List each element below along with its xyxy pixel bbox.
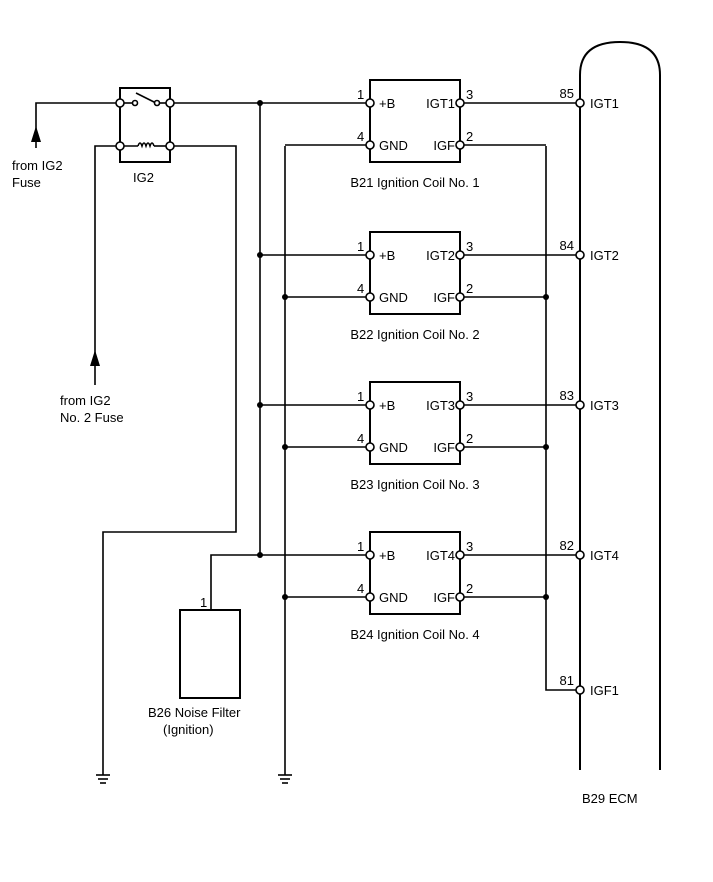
junction-dot — [282, 594, 288, 600]
ecm-pin-number: 83 — [560, 388, 574, 403]
coil-label: B24 Ignition Coil No. 4 — [350, 627, 479, 642]
coil-label: B23 Ignition Coil No. 3 — [350, 477, 479, 492]
ecm-block: B29 ECM — [579, 40, 661, 806]
pin-number: 1 — [357, 389, 364, 404]
junction-dot — [543, 594, 549, 600]
ecm-pin-name: IGT2 — [590, 248, 619, 263]
source-1-line1: from IG2 — [12, 158, 63, 173]
source-1-line2: Fuse — [12, 175, 41, 190]
pin-terminal — [455, 550, 465, 560]
junction-dot — [257, 100, 263, 106]
pin-terminal — [455, 442, 465, 452]
pin-terminal — [365, 292, 375, 302]
ecm-pin-name: IGT3 — [590, 398, 619, 413]
ecm-pin-number: 81 — [560, 673, 574, 688]
junction-dot — [257, 252, 263, 258]
coil-icon — [137, 142, 155, 149]
pin-terminal — [365, 140, 375, 150]
pin-name: +B — [379, 548, 395, 563]
pin-number: 4 — [357, 281, 364, 296]
noise-filter: 1 B26 Noise Filter (Ignition) — [148, 554, 260, 737]
pin-number: 4 — [357, 581, 364, 596]
ecm-pin-name: IGF1 — [590, 683, 619, 698]
pin-name: IGF — [433, 138, 455, 153]
pin-number: 2 — [466, 581, 473, 596]
junction-dot — [257, 552, 263, 558]
noise-filter-label: B26 Noise Filter — [148, 705, 241, 720]
pin-name: +B — [379, 96, 395, 111]
coil-label: B21 Ignition Coil No. 1 — [350, 175, 479, 190]
ecm-label: B29 ECM — [582, 791, 638, 806]
pin-name: IGF — [433, 590, 455, 605]
ecm-pin-number: 82 — [560, 538, 574, 553]
pin-name: IGT1 — [426, 96, 455, 111]
pin-number: 4 — [357, 431, 364, 446]
ecm-pin-name: IGT1 — [590, 96, 619, 111]
pin-number: 3 — [466, 239, 473, 254]
arrow-up-icon — [31, 126, 41, 142]
pin-name: IGF — [433, 290, 455, 305]
pin-number: 2 — [466, 431, 473, 446]
pin-terminal — [455, 250, 465, 260]
pin-terminal — [365, 592, 375, 602]
pin-number: 3 — [466, 389, 473, 404]
junction-dot — [543, 444, 549, 450]
pin-name: +B — [379, 398, 395, 413]
pin-terminal — [365, 400, 375, 410]
pin-terminal — [455, 98, 465, 108]
pin-terminal — [365, 442, 375, 452]
relay-label: IG2 — [133, 170, 154, 185]
source-2-line1: from IG2 — [60, 393, 111, 408]
pin-name: GND — [379, 290, 408, 305]
junction-dot — [543, 294, 549, 300]
ecm-pin-number: 84 — [560, 238, 574, 253]
ground-icon — [96, 774, 110, 784]
pin-number: 1 — [357, 239, 364, 254]
pin-number: 2 — [466, 281, 473, 296]
source-2-line2: No. 2 Fuse — [60, 410, 124, 425]
pin-number: 2 — [466, 129, 473, 144]
pin-number: 1 — [357, 87, 364, 102]
coil-label: B22 Ignition Coil No. 2 — [350, 327, 479, 342]
pin-name: IGT3 — [426, 398, 455, 413]
pin-number: 3 — [466, 87, 473, 102]
pin-name: GND — [379, 440, 408, 455]
pin-terminal — [365, 550, 375, 560]
pin-number: 4 — [357, 129, 364, 144]
pin-number: 3 — [466, 539, 473, 554]
pin-name: IGF — [433, 440, 455, 455]
pin-terminal — [455, 400, 465, 410]
pin-number: 1 — [357, 539, 364, 554]
junction-dot — [282, 294, 288, 300]
ecm-pin-number: 85 — [560, 86, 574, 101]
pin-terminal — [365, 98, 375, 108]
pin-terminal — [455, 292, 465, 302]
junction-dot — [257, 402, 263, 408]
arrow-up-icon — [90, 350, 100, 366]
ground-icon — [278, 774, 292, 784]
pin-name: IGT2 — [426, 248, 455, 263]
pin-name: IGT4 — [426, 548, 455, 563]
noise-filter-pin: 1 — [200, 595, 207, 610]
pin-name: GND — [379, 138, 408, 153]
pin-terminal — [455, 592, 465, 602]
ig2-relay: IG2 — [115, 87, 175, 185]
pin-name: +B — [379, 248, 395, 263]
pin-terminal — [365, 250, 375, 260]
pin-terminal — [455, 140, 465, 150]
junction-dot — [282, 444, 288, 450]
pin-name: GND — [379, 590, 408, 605]
noise-filter-sublabel: (Ignition) — [163, 722, 214, 737]
ecm-pin-name: IGT4 — [590, 548, 619, 563]
